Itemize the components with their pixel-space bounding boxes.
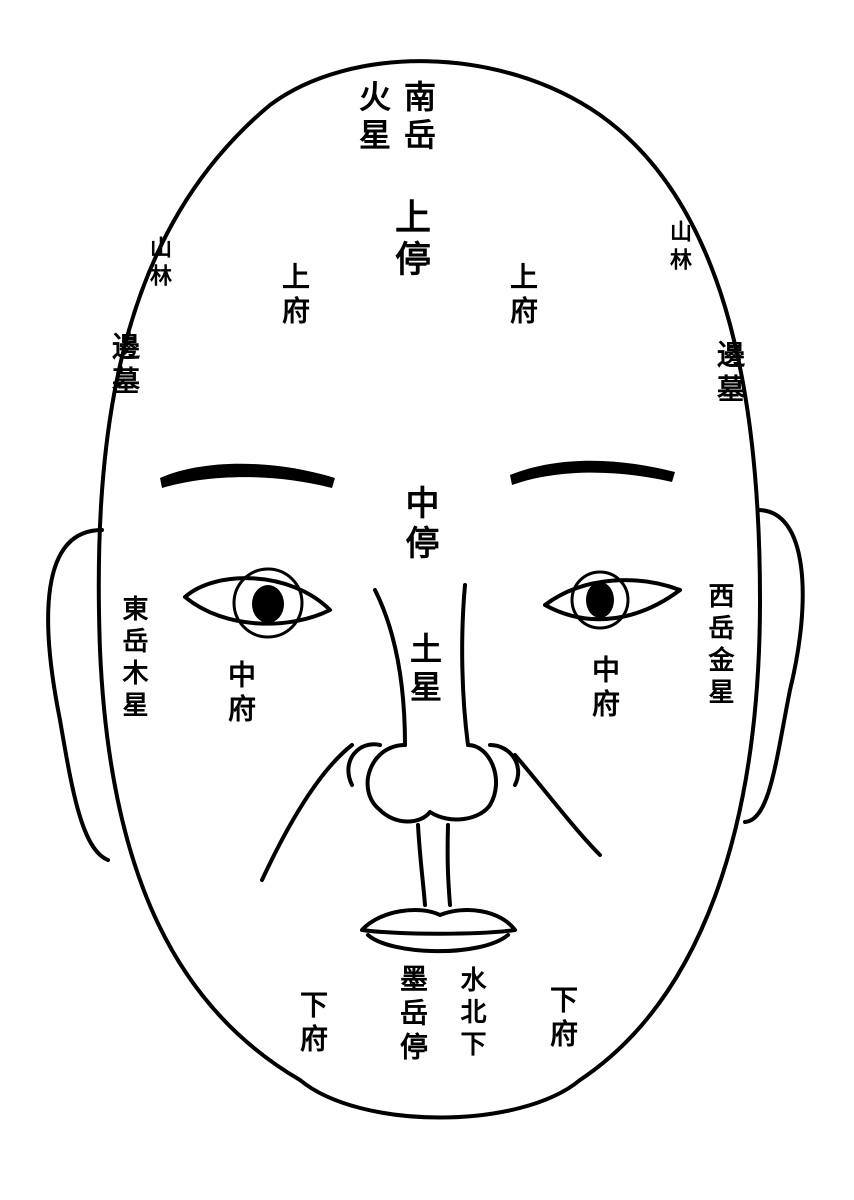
right-eyebrow — [510, 460, 675, 485]
nose-bridge-right — [460, 583, 470, 747]
upper-lip — [360, 908, 517, 936]
label-border-right: 邊墓 — [713, 340, 746, 408]
label-north-peak-lower-stop: 墨岳停 — [396, 964, 429, 1066]
left-eyebrow — [160, 463, 335, 488]
right-nostril — [488, 743, 521, 787]
nose-tip — [365, 743, 499, 824]
label-west-peak-metal-star: 西岳金星 — [704, 582, 734, 710]
right-pupil — [586, 582, 614, 618]
philtrum-left — [416, 823, 427, 907]
right-iris — [570, 570, 630, 630]
left-iris — [232, 567, 304, 639]
right-cheek-fold — [513, 753, 602, 857]
label-lower-house-right: 下府 — [546, 985, 579, 1053]
label-east-peak-wood-star: 東岳木星 — [118, 595, 148, 723]
label-upper-house-right: 上府 — [506, 262, 539, 330]
right-eye — [543, 578, 682, 622]
label-water-north-lower: 水北下 — [456, 966, 486, 1062]
label-upper-stop: 上停 — [389, 198, 431, 282]
left-pupil — [252, 585, 284, 623]
label-south-peak: 南岳 — [399, 80, 437, 156]
head-outline — [96, 59, 762, 1120]
philtrum-right — [445, 823, 452, 907]
label-upper-house-left: 上府 — [278, 262, 311, 330]
left-ear — [46, 528, 110, 862]
left-nostril — [346, 742, 382, 787]
right-ear — [743, 508, 805, 824]
nose-bridge-left — [373, 588, 407, 747]
label-mountain-forest-left: 山林 — [146, 236, 172, 292]
left-eye — [183, 576, 332, 626]
label-middle-house-right: 中府 — [588, 655, 621, 723]
lower-lip — [366, 933, 510, 954]
label-border-left: 邊墓 — [108, 332, 141, 400]
label-earth-star: 土星 — [405, 632, 443, 708]
label-middle-house-left: 中府 — [224, 660, 257, 728]
label-middle-stop: 中停 — [399, 485, 439, 565]
left-cheek-fold — [260, 743, 354, 882]
label-mountain-forest-right: 山林 — [666, 220, 692, 276]
label-fire-star: 火星 — [354, 80, 392, 156]
label-lower-house-left: 下府 — [296, 990, 329, 1058]
